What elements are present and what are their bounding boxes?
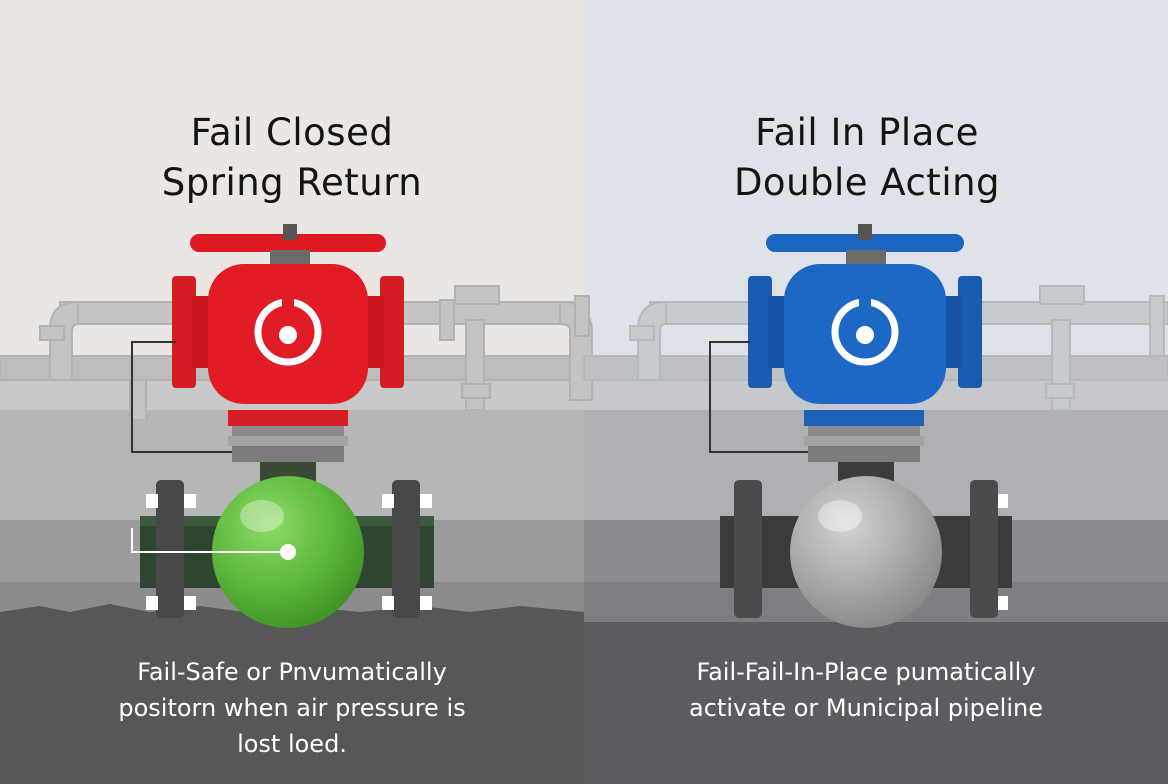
- left-panel-caption: Fail-Safe or Pnvumatically positorn when…: [92, 654, 492, 762]
- left-ball-pointer: [131, 528, 286, 553]
- right-caption-line2: activate or Municipal pipeline: [689, 694, 1043, 722]
- right-title-line1: Fail In Place: [755, 111, 979, 154]
- power-symbol-icon: [254, 296, 322, 366]
- left-caption-line2: positorn when air pressure is: [118, 694, 466, 722]
- right-panel-title: Fail In Place Double Acting: [575, 108, 1159, 208]
- left-title-line1: Fail Closed: [190, 111, 394, 154]
- ground-left: [0, 604, 584, 784]
- right-valve-ball: [790, 476, 942, 628]
- left-caption-line3: lost loed.: [237, 730, 347, 758]
- left-caption-line1: Fail-Safe or Pnvumatically: [137, 658, 447, 686]
- ground-right: [584, 622, 1168, 784]
- left-valve-assembly: [131, 224, 434, 628]
- left-valve-handle[interactable]: [190, 234, 386, 252]
- right-panel-caption: Fail-Fail-In-Place pumatically activate …: [666, 654, 1066, 726]
- left-title-line2: Spring Return: [161, 161, 423, 204]
- right-valve-handle[interactable]: [766, 234, 964, 252]
- power-symbol-icon: [831, 296, 899, 366]
- left-panel-title: Fail Closed Spring Return: [0, 108, 584, 208]
- right-caption-line1: Fail-Fail-In-Place pumatically: [696, 658, 1036, 686]
- right-valve-assembly: [709, 224, 1012, 628]
- right-title-line2: Double Acting: [733, 161, 1001, 204]
